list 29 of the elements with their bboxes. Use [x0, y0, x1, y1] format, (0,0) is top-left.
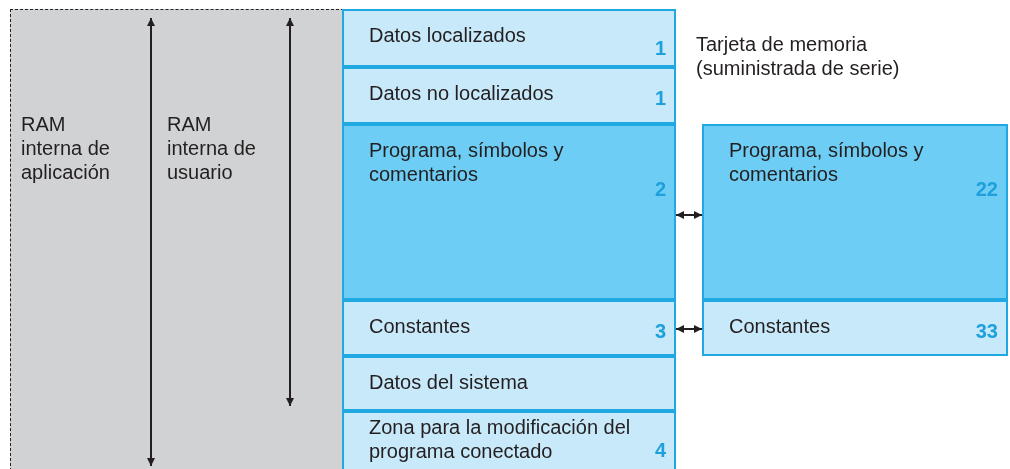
memory-label: RAM interna de aplicación	[21, 112, 111, 184]
memory-zone	[342, 356, 676, 411]
ram-area	[10, 9, 344, 469]
zone-label: Programa, símbolos y comentarios	[369, 138, 565, 186]
zone-number: 3	[654, 320, 666, 343]
memory-label: RAM interna de usuario	[167, 112, 257, 184]
zone-label: Constantes	[729, 314, 832, 338]
zone-number: 2	[654, 178, 666, 201]
zone-label: Datos del sistema	[369, 370, 529, 394]
zone-label: Datos no localizados	[369, 81, 555, 105]
memory-zone	[702, 124, 1008, 300]
zone-label: Zona para la modificación del programa conectado	[369, 415, 632, 463]
zone-number: 1	[654, 37, 666, 60]
memory-zone	[342, 67, 676, 124]
double-arrow	[675, 325, 703, 333]
double-arrow	[675, 211, 703, 219]
memory-zone	[342, 411, 676, 469]
memory-zone	[702, 300, 1008, 356]
zone-number: 33	[975, 320, 998, 343]
zone-label: Programa, símbolos y comentarios	[729, 138, 925, 186]
zone-label: Constantes	[369, 314, 472, 338]
zone-label: Datos localizados	[369, 23, 527, 47]
memory-zone	[342, 9, 676, 67]
zone-number: 1	[654, 87, 666, 110]
memory-zone	[342, 300, 676, 356]
memory-zone	[342, 124, 676, 300]
card-heading: Tarjeta de memoria (suministrada de serie)	[696, 32, 901, 80]
zone-number: 4	[654, 439, 666, 462]
zone-number: 22	[975, 178, 998, 201]
